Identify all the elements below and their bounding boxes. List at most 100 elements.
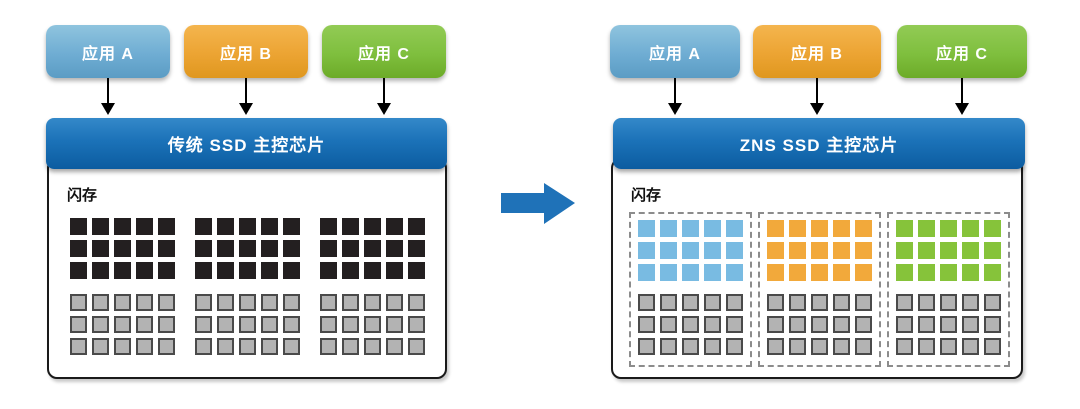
flash-cell-dark (114, 218, 131, 235)
flash-cell-gray (114, 316, 131, 333)
flash-cell-dark (261, 262, 278, 279)
flash-group-2 (195, 218, 300, 355)
flash-cell-dark (408, 240, 425, 257)
flash-cell-green (962, 220, 979, 237)
flash-cell-gray (70, 294, 87, 311)
flash-cell-orange (767, 242, 784, 259)
flash-zone-orange (758, 212, 881, 367)
flash-cell-gray (320, 316, 337, 333)
flash-cell-gray (940, 316, 957, 333)
flash-cell-gray (789, 316, 806, 333)
flash-cell-blue (704, 242, 721, 259)
flash-cell-green (896, 242, 913, 259)
flash-cell-gray (195, 316, 212, 333)
flash-cell-orange (789, 264, 806, 281)
left-app-a-label: 应用 A (81, 45, 134, 63)
flash-cell-gray (114, 294, 131, 311)
arrow-shaft (107, 78, 109, 103)
flash-cell-gray (704, 294, 721, 311)
flash-cell-blue (638, 220, 655, 237)
flash-cell-dark (283, 240, 300, 257)
flash-cell-gray (320, 294, 337, 311)
flash-cell-dark (239, 218, 256, 235)
flash-cell-gray (195, 294, 212, 311)
flash-cell-gray (789, 294, 806, 311)
flash-cell-gray (217, 316, 234, 333)
left-app-c-label: 应用 C (357, 45, 410, 63)
flash-cell-dark (92, 218, 109, 235)
flash-cell-gray (70, 338, 87, 355)
arrow-head (101, 103, 115, 115)
zns-controller-label: ZNS SSD 主控芯片 (739, 136, 899, 155)
flash-cell-green (918, 242, 935, 259)
flash-cell-gray (940, 294, 957, 311)
flash-cell-gray (158, 316, 175, 333)
flash-cell-orange (767, 264, 784, 281)
flash-cell-dark (320, 240, 337, 257)
flash-cell-blue (660, 220, 677, 237)
flash-cell-gray (408, 316, 425, 333)
flash-cell-gray (704, 338, 721, 355)
flash-cell-dark (158, 262, 175, 279)
flash-cell-blue (704, 264, 721, 281)
free-cell-grid (896, 294, 1001, 355)
flash-cell-dark (386, 240, 403, 257)
flash-cell-gray (962, 338, 979, 355)
flash-cell-dark (158, 240, 175, 257)
flash-group-3 (320, 218, 425, 355)
flash-cell-green (984, 242, 1001, 259)
flash-cell-gray (660, 294, 677, 311)
flash-cell-gray (811, 294, 828, 311)
flash-cell-dark (320, 218, 337, 235)
flash-cell-dark (261, 240, 278, 257)
free-cell-grid (638, 294, 743, 355)
flash-cell-gray (918, 316, 935, 333)
flash-cell-dark (364, 262, 381, 279)
flash-cell-gray (984, 316, 1001, 333)
flash-cell-gray (70, 316, 87, 333)
down-arrow-icon (668, 78, 682, 115)
right-app-c-box: 应用 C (897, 25, 1027, 78)
down-arrow-icon (377, 78, 391, 115)
flash-cell-gray (984, 338, 1001, 355)
flash-cell-gray (984, 294, 1001, 311)
flash-cell-orange (855, 220, 872, 237)
flash-cell-dark (114, 240, 131, 257)
flash-cell-dark (92, 262, 109, 279)
flash-cell-dark (239, 240, 256, 257)
arrow-shaft (383, 78, 385, 103)
zns-flash-box: 闪存 (611, 158, 1023, 379)
flash-cell-gray (364, 316, 381, 333)
flash-cell-gray (767, 338, 784, 355)
arrow-head (239, 103, 253, 115)
flash-cell-orange (789, 220, 806, 237)
down-arrow-icon (810, 78, 824, 115)
flash-zone-blue (629, 212, 752, 367)
flash-cell-gray (767, 294, 784, 311)
flash-cell-dark (70, 262, 87, 279)
flash-cell-green (940, 264, 957, 281)
flash-cell-blue (660, 264, 677, 281)
flash-cell-dark (342, 240, 359, 257)
flash-cell-gray (855, 294, 872, 311)
flash-cell-dark (136, 240, 153, 257)
flash-cell-gray (726, 294, 743, 311)
flash-cell-gray (195, 338, 212, 355)
flash-cell-orange (811, 264, 828, 281)
flash-cell-dark (283, 218, 300, 235)
flash-cell-gray (92, 294, 109, 311)
flash-cell-gray (261, 316, 278, 333)
used-cell-grid (896, 220, 1001, 281)
flash-cell-orange (855, 264, 872, 281)
flash-cell-dark (342, 218, 359, 235)
flash-cell-gray (962, 316, 979, 333)
flash-cell-gray (704, 316, 721, 333)
flash-cell-green (962, 242, 979, 259)
flash-cell-blue (638, 264, 655, 281)
flash-cell-dark (217, 262, 234, 279)
flash-cell-gray (896, 316, 913, 333)
used-cell-grid (638, 220, 743, 281)
flash-cell-gray (320, 338, 337, 355)
flash-cell-green (918, 220, 935, 237)
flash-cell-blue (660, 242, 677, 259)
